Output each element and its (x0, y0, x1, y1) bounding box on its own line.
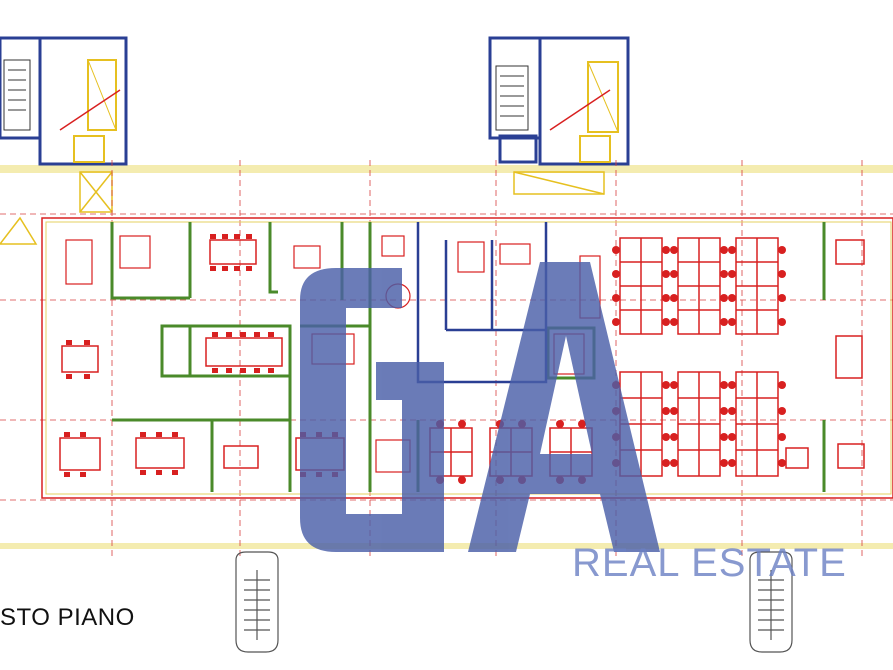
entrance-right (513, 171, 605, 195)
bottom-stair-left (235, 551, 279, 653)
stair-core-right (488, 36, 630, 166)
meeting-room-tables (59, 239, 345, 471)
building-outline (41, 217, 893, 499)
left-edge-items (0, 216, 38, 245)
floor-label: STO PIANO (0, 604, 135, 631)
right-offices (785, 239, 865, 469)
entrance-left (79, 171, 113, 213)
watermark-logo (300, 262, 660, 552)
desk-cluster-upper (619, 237, 779, 335)
yellow-band-bottom (0, 543, 893, 549)
yellow-band-top (0, 165, 893, 173)
structural-grid (0, 160, 893, 560)
stair-core-left (0, 36, 128, 166)
chairs (64, 234, 338, 477)
desk-cluster-lower (619, 371, 779, 477)
watermark-tagline: REAL ESTATE (572, 541, 847, 585)
bottom-stair-right (749, 551, 793, 653)
